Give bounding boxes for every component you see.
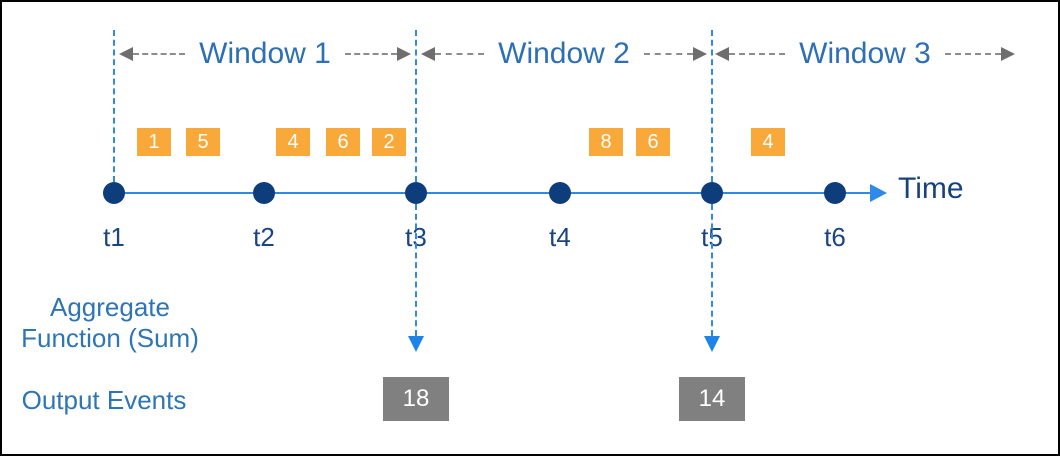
tick-label-t1: t1	[103, 222, 125, 252]
timeline-dot-t3	[405, 182, 427, 204]
dashed-line	[729, 53, 786, 55]
timeline-dot-t5	[701, 182, 723, 204]
output-arrow-line-t5	[711, 204, 713, 336]
aggregate-label-line1: Aggregate	[50, 292, 170, 322]
arrow-left-icon	[119, 47, 133, 61]
arrow-right-icon	[1001, 47, 1015, 61]
output-arrow-line-t3	[415, 204, 417, 336]
dashed-line	[643, 53, 693, 55]
arrow-left-icon	[715, 47, 729, 61]
timeline-dot-t1	[103, 182, 125, 204]
arrow-right-icon	[693, 47, 707, 61]
dashed-line	[435, 53, 485, 55]
event-box: 8	[589, 128, 623, 156]
boundary-line-t3-upper	[415, 30, 417, 182]
timeline-dot-t6	[824, 182, 846, 204]
output-events-label: Output Events	[21, 385, 187, 415]
event-box: 5	[186, 128, 220, 156]
down-arrowhead-icon	[408, 336, 424, 352]
boundary-line-t5-upper	[711, 30, 713, 182]
window-1-label: Window 1	[199, 37, 331, 70]
window-3-span: Window 3	[715, 36, 1015, 72]
aggregate-function-label: Aggregate Function (Sum)	[10, 292, 210, 354]
window-1-span: Window 1	[119, 36, 411, 72]
timeline-dot-t2	[253, 182, 275, 204]
event-box: 4	[751, 128, 785, 156]
event-box: 6	[636, 128, 670, 156]
down-arrowhead-icon	[704, 336, 720, 352]
event-box: 2	[372, 128, 406, 156]
arrow-right-icon	[397, 47, 411, 61]
tick-label-t4: t4	[549, 222, 571, 252]
aggregate-label-line2: Function (Sum)	[21, 323, 199, 354]
boundary-line-t1	[113, 30, 115, 182]
arrow-left-icon	[421, 47, 435, 61]
timeline-axis	[114, 192, 872, 194]
timeline-axis-label: Time	[898, 172, 964, 205]
output-event-box: 14	[679, 377, 745, 421]
timeline-arrowhead-icon	[870, 184, 887, 202]
event-box: 1	[137, 128, 171, 156]
tick-label-t6: t6	[824, 222, 846, 252]
window-3-label: Window 3	[799, 37, 931, 70]
dashed-line	[344, 53, 397, 55]
dashed-line	[944, 53, 1001, 55]
window-2-label: Window 2	[498, 37, 630, 70]
event-box: 4	[276, 128, 310, 156]
event-box: 6	[326, 128, 360, 156]
output-event-box: 18	[383, 377, 449, 421]
dashed-line	[133, 53, 186, 55]
window-2-span: Window 2	[421, 36, 707, 72]
tick-label-t2: t2	[253, 222, 275, 252]
timeline-dot-t4	[549, 182, 571, 204]
